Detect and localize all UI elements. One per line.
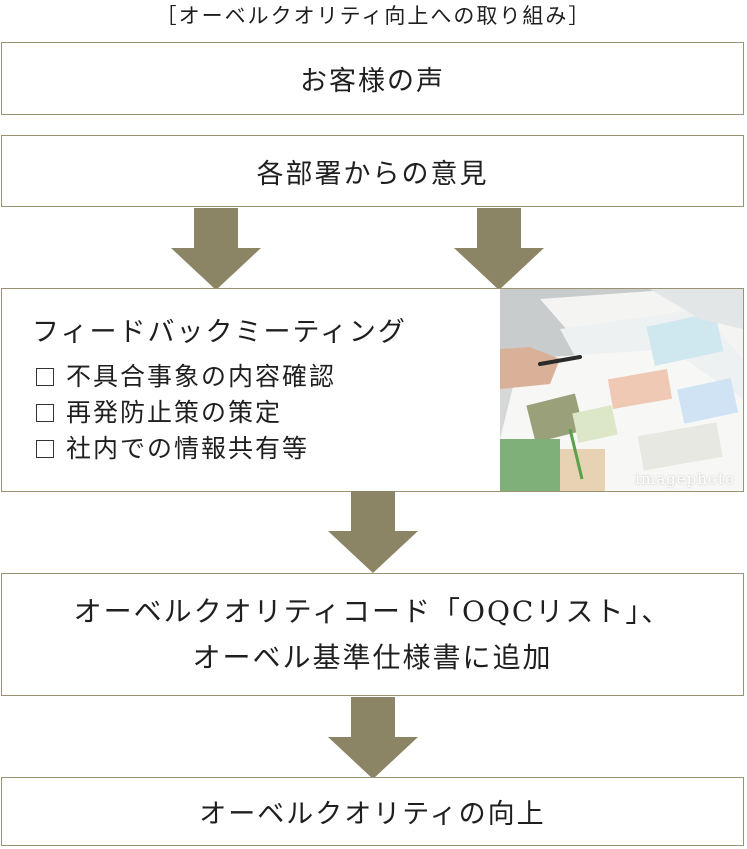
down-arrow-left [171,208,261,290]
feedback-meeting-text: フィードバックミーティング 不具合事象の内容確認 再発防止策の策定 社内での情報… [32,313,492,467]
checklist-item: 社内での情報共有等 [32,431,492,467]
step-feedback-meeting: フィードバックミーティング 不具合事象の内容確認 再発防止策の策定 社内での情報… [1,288,744,492]
down-arrow-right [454,208,544,290]
step-quality-code-line2: オーベル基準仕様書に追加 [192,640,553,674]
step-customer-voice-label: お客様の声 [300,66,445,97]
checklist-item-label: 再発防止策の策定 [66,398,283,427]
step-department-opinions-label: 各部署からの意見 [256,158,489,190]
feedback-meeting-heading: フィードバックミーティング [32,317,407,348]
step-quality-code: オーベルクオリティコード「OQCリスト」、 オーベル基準仕様書に追加 [1,573,744,696]
step-quality-improvement-label: オーベルクオリティの向上 [199,799,546,830]
down-arrow-center-lower [328,697,418,779]
diagram-title: ［オーベルクオリティ向上への取り組み］ [155,4,592,28]
step-department-opinions: 各部署からの意見 [1,135,744,207]
down-arrow-center [328,491,418,573]
checklist-item-label: 社内での情報共有等 [66,434,310,463]
photo-caption: imagephoto [635,470,735,488]
meeting-photo: imagephoto [500,289,743,491]
checklist-item-label: 不具合事象の内容確認 [66,362,337,391]
step-quality-code-line1: オーベルクオリティコード「OQCリスト」、 [73,594,672,628]
step-customer-voice: お客様の声 [1,42,744,115]
checkbox-icon [36,368,54,386]
checkbox-icon [36,440,54,458]
checklist-item: 不具合事象の内容確認 [32,359,492,395]
checkbox-icon [36,404,54,422]
step-quality-improvement: オーベルクオリティの向上 [1,777,744,846]
checklist-item: 再発防止策の策定 [32,395,492,431]
